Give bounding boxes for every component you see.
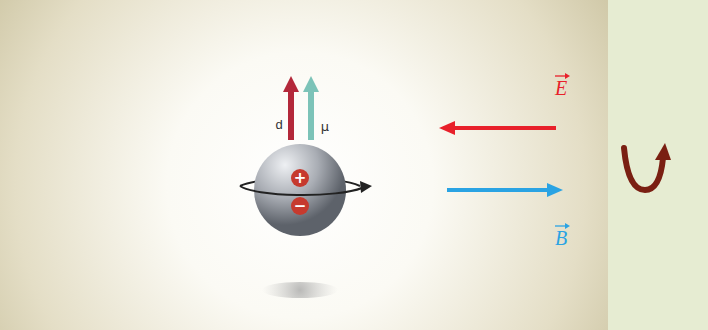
- rotation-symbol: [624, 148, 663, 190]
- magnetic-moment-arrow: [308, 90, 314, 140]
- dipole-arrow: [288, 90, 294, 140]
- panel-background: [0, 0, 608, 330]
- particle-sphere: [254, 144, 346, 236]
- rotation-arrowhead: [655, 143, 671, 160]
- electric-field-arrowhead: [439, 121, 455, 135]
- magnetic-moment-arrowhead: [303, 76, 319, 92]
- particle-shadow: [262, 282, 338, 298]
- dipole-label: d: [275, 118, 282, 131]
- magnetic-moment-label: μ: [321, 120, 329, 133]
- magnetic-field-label: B: [555, 228, 567, 248]
- negative-charge-circle: [291, 197, 309, 215]
- dipole-arrowhead: [283, 76, 299, 92]
- spin-arrowhead: [360, 181, 372, 193]
- spin-loop-front: [240, 186, 362, 195]
- electric-field-arrow: [452, 126, 556, 130]
- positive-charge-circle: [291, 169, 309, 187]
- positive-sign: +: [294, 171, 307, 186]
- electric-field-label: E: [555, 78, 567, 98]
- magnetic-field-arrow: [447, 188, 550, 192]
- negative-sign: −: [294, 199, 307, 214]
- magnetic-field-arrowhead: [547, 183, 563, 197]
